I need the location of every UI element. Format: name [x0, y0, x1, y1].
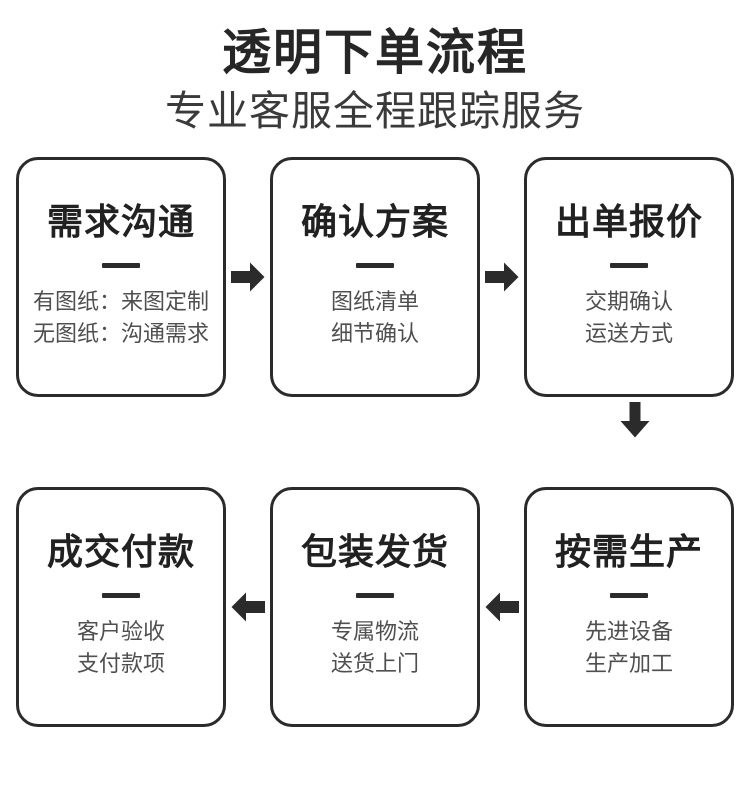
flow-step-line: 先进设备	[584, 619, 673, 645]
flow-step-card[interactable]: 需求沟通 有图纸：来图定制 无图纸：沟通需求	[16, 157, 226, 398]
flow-step-card[interactable]: 按需生产 先进设备 生产加工	[524, 487, 734, 728]
flow-step-divider	[610, 593, 648, 599]
flow-step-divider	[356, 263, 394, 269]
flow-step-divider	[102, 593, 140, 599]
flow-row-bottom: 成交付款 客户验收 支付款项 包装发货 专属物流 送货上门 按需生产 先进设备 …	[0, 487, 750, 728]
flow-step-card[interactable]: 包装发货 专属物流 送货上门	[270, 487, 480, 728]
flow-step-line: 运送方式	[584, 320, 673, 346]
flow-step-title: 需求沟通	[46, 200, 195, 242]
flow-step-divider	[102, 263, 140, 269]
flow-step-line: 无图纸：沟通需求	[32, 320, 209, 346]
flow-step-title: 出单报价	[554, 200, 703, 242]
arrow-left-icon	[480, 592, 524, 622]
flow-step-line: 送货上门	[330, 650, 419, 676]
flow-step-title: 成交付款	[46, 530, 195, 572]
page-title: 透明下单流程	[221, 26, 528, 80]
flow-step-divider	[356, 593, 394, 599]
arrow-right-icon	[226, 262, 270, 292]
flow-step-line: 客户验收	[76, 619, 165, 645]
flow-step-line: 图纸清单	[330, 289, 419, 315]
flow-step-line: 生产加工	[584, 650, 673, 676]
flow-row-top: 需求沟通 有图纸：来图定制 无图纸：沟通需求 确认方案 图纸清单 细节确认 出单…	[0, 157, 750, 398]
arrow-down-icon	[620, 401, 650, 438]
flow-step-title: 按需生产	[554, 530, 703, 572]
flow-step-line: 交期确认	[584, 289, 673, 315]
arrow-right-icon	[480, 262, 524, 292]
flow-step-card[interactable]: 出单报价 交期确认 运送方式	[524, 157, 734, 398]
order-process-flow: 需求沟通 有图纸：来图定制 无图纸：沟通需求 确认方案 图纸清单 细节确认 出单…	[0, 157, 750, 728]
flow-step-line: 专属物流	[330, 619, 419, 645]
flow-step-line: 支付款项	[76, 650, 165, 676]
flow-step-line: 有图纸：来图定制	[32, 289, 209, 315]
page-subtitle: 专业客服全程跟踪服务	[165, 87, 585, 134]
flow-step-divider	[610, 263, 648, 269]
arrow-left-icon	[226, 592, 270, 622]
flow-step-card[interactable]: 确认方案 图纸清单 细节确认	[270, 157, 480, 398]
flow-step-card[interactable]: 成交付款 客户验收 支付款项	[16, 487, 226, 728]
flow-step-line: 细节确认	[330, 320, 419, 346]
flow-step-title: 包装发货	[300, 530, 449, 572]
header: 透明下单流程 专业客服全程跟踪服务	[0, 0, 750, 135]
flow-step-title: 确认方案	[300, 200, 449, 242]
flow-turn-connector	[0, 397, 750, 442]
